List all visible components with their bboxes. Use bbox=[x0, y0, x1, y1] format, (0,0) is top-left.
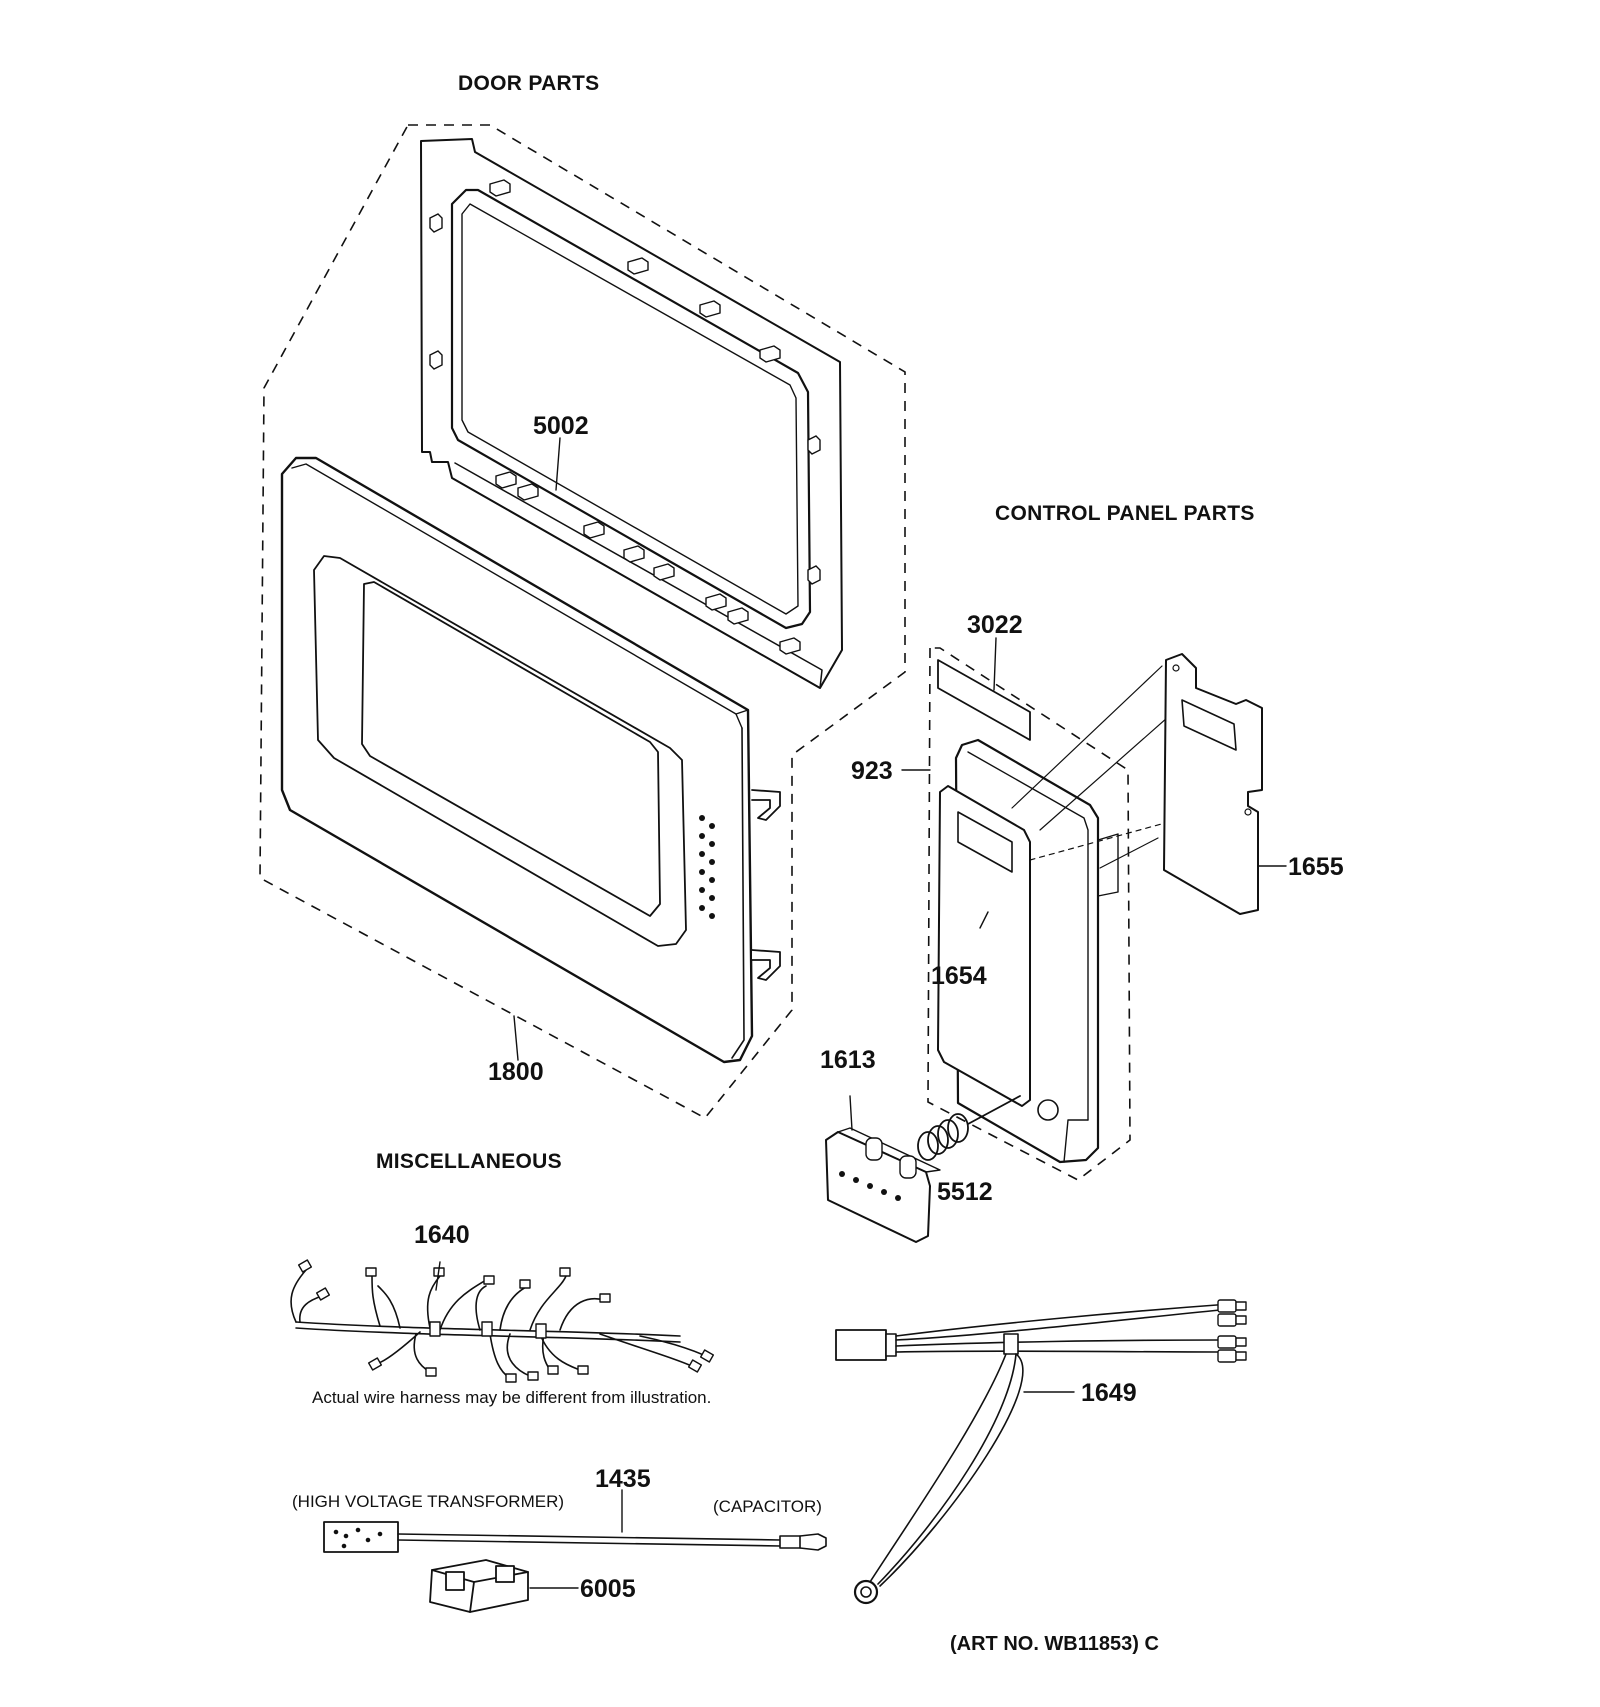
part-label-3022: 3022 bbox=[967, 611, 1023, 639]
part-label-5002: 5002 bbox=[533, 412, 589, 440]
part-label-6005: 6005 bbox=[580, 1575, 636, 1603]
part-label-1655: 1655 bbox=[1288, 853, 1344, 881]
section-title-door-parts: DOOR PARTS bbox=[458, 72, 599, 95]
part-label-1654: 1654 bbox=[931, 962, 987, 990]
part-label-1640: 1640 bbox=[414, 1221, 470, 1249]
pc-board-1655 bbox=[1163, 653, 1263, 915]
door-parts-enclosure bbox=[259, 124, 906, 1120]
high-voltage-wire-1435 bbox=[323, 1521, 827, 1553]
touch-panel-1654 bbox=[937, 785, 1031, 1107]
control-panel-enclosure bbox=[927, 647, 1131, 1181]
spring-5512 bbox=[917, 1095, 1021, 1161]
part-label-1800: 1800 bbox=[488, 1058, 544, 1086]
art-number: (ART NO. WB11853) C bbox=[950, 1633, 1159, 1655]
section-title-control-panel-parts: CONTROL PANEL PARTS bbox=[995, 502, 1255, 525]
part-label-5512: 5512 bbox=[937, 1178, 993, 1206]
door-choke-frame-5002 bbox=[420, 138, 843, 689]
wire-harness-1649 bbox=[835, 1299, 1247, 1605]
door-vent-holes bbox=[699, 815, 715, 919]
transformer-note: (HIGH VOLTAGE TRANSFORMER) bbox=[292, 1492, 564, 1511]
section-title-miscellaneous: MISCELLANEOUS bbox=[376, 1150, 562, 1173]
leader-1800 bbox=[513, 1015, 519, 1061]
door-front-assembly-1800 bbox=[280, 456, 781, 1064]
part-label-923: 923 bbox=[851, 757, 893, 785]
part-label-1435: 1435 bbox=[595, 1465, 651, 1493]
insulator-pad-3022 bbox=[937, 659, 1031, 741]
part-label-1649: 1649 bbox=[1081, 1379, 1137, 1407]
leader-5002 bbox=[555, 437, 561, 491]
capacitor-note: (CAPACITOR) bbox=[713, 1497, 822, 1516]
part-label-1613: 1613 bbox=[820, 1046, 876, 1074]
fuse-holder-6005 bbox=[429, 1559, 529, 1613]
switch-block-1613 bbox=[825, 1095, 941, 1243]
wire-harness-1640 bbox=[290, 1259, 715, 1383]
harness-disclaimer-note: Actual wire harness may be different fro… bbox=[312, 1388, 711, 1407]
